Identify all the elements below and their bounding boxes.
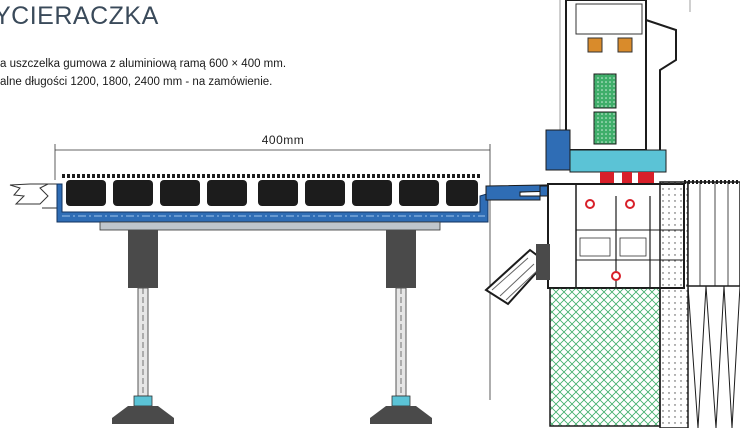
window-profile-section-icon xyxy=(484,0,740,428)
description-line-2: alne długości 1200, 1800, 2400 mm - na z… xyxy=(0,76,273,88)
floor-edge-section xyxy=(9,183,61,209)
support-leg-left xyxy=(112,230,174,424)
width-dimension-label: 400mm xyxy=(261,133,305,147)
page-title: YCIERACZKA xyxy=(0,2,159,30)
wiper-brush-row xyxy=(62,174,480,206)
brush-strip-icon xyxy=(62,174,480,206)
support-leg-right xyxy=(370,230,432,424)
description-line-1: a uszczelka gumowa z aluminiową ramą 600… xyxy=(0,58,287,70)
